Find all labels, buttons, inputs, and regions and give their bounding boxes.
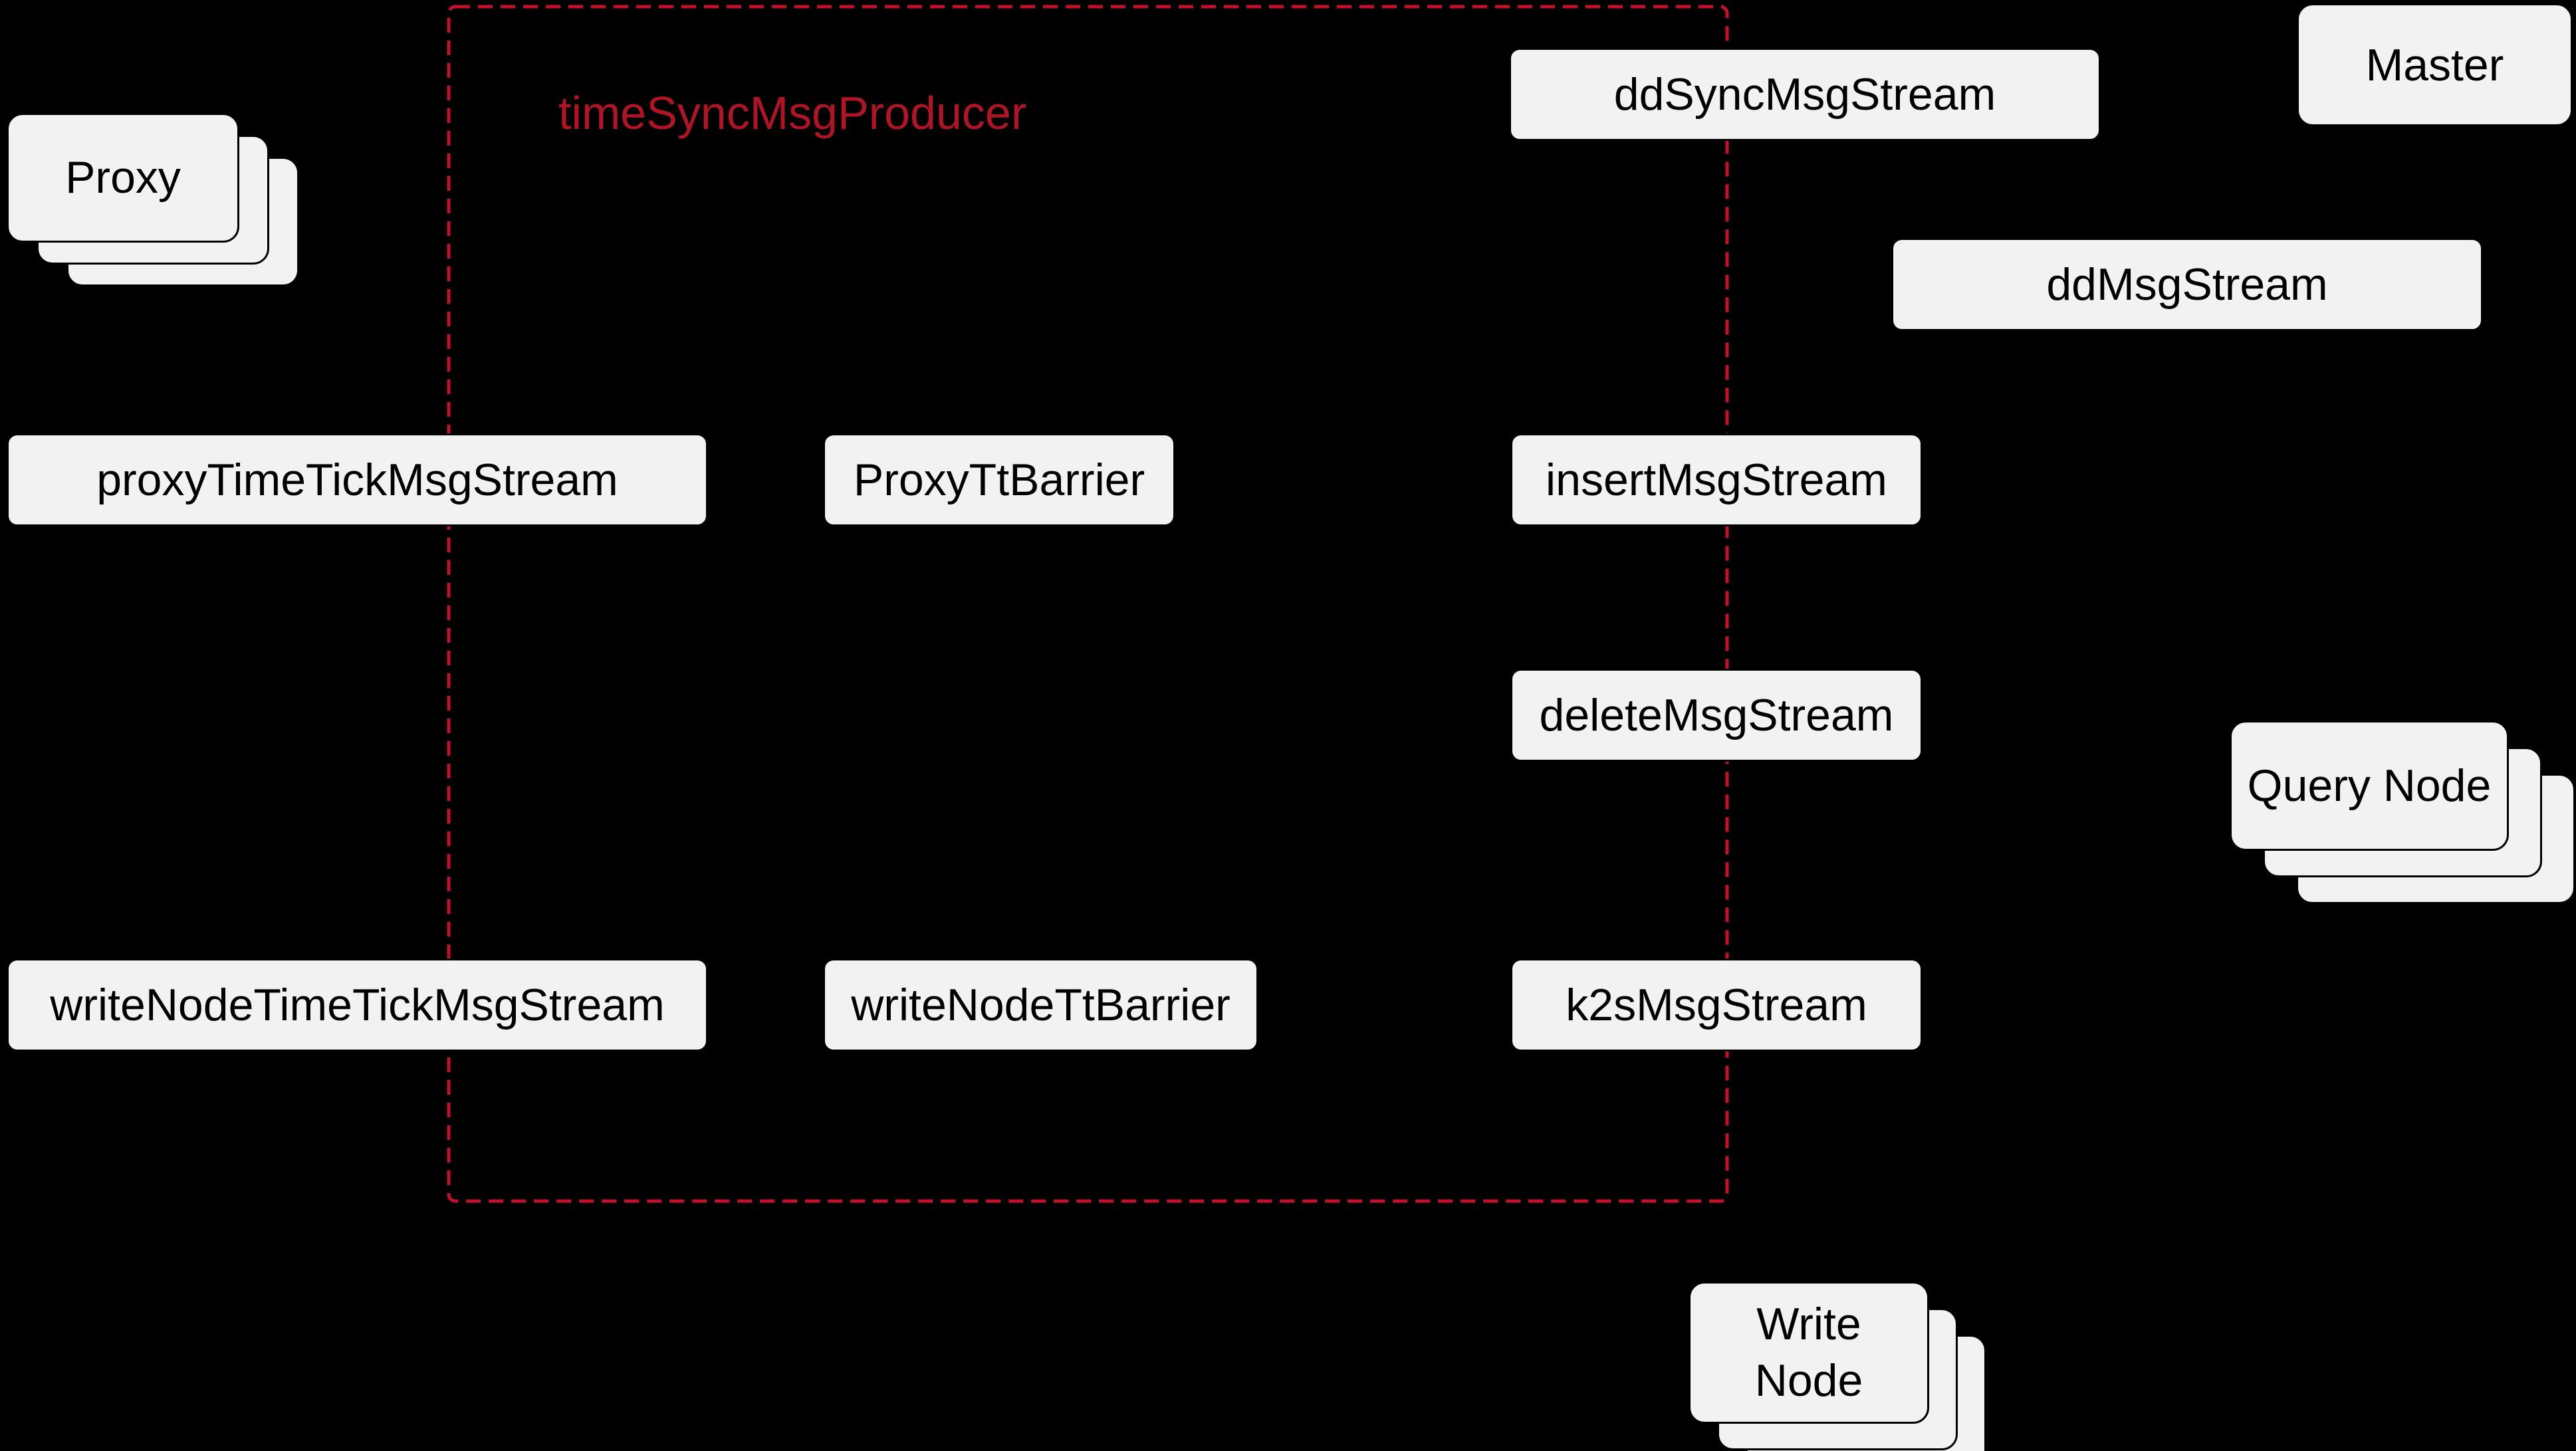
k2s-msg-stream-label: k2sMsgStream — [1566, 980, 1867, 1030]
proxy-time-tick-msg-stream-label: proxyTimeTickMsgStream — [96, 455, 618, 505]
insert-msg-stream-node: insertMsgStream — [1510, 433, 1923, 526]
dd-sync-msg-stream-node: ddSyncMsgStream — [1509, 48, 2101, 141]
write-node-time-tick-msg-stream-node: writeNodeTimeTickMsgStream — [7, 958, 708, 1052]
k2s-msg-stream-node: k2sMsgStream — [1510, 958, 1923, 1052]
dashed-region-border — [447, 5, 1729, 1203]
master-label: Master — [2365, 39, 2504, 90]
write-node-card-front: Write Node — [1689, 1282, 1929, 1424]
query-node-card-front: Query Node — [2230, 721, 2509, 851]
write-node-tt-barrier-label: writeNodeTtBarrier — [851, 980, 1230, 1030]
query-node-label: Query Node — [2247, 760, 2492, 811]
delete-msg-stream-label: deleteMsgStream — [1539, 690, 1894, 740]
proxy-tt-barrier-node: ProxyTtBarrier — [823, 433, 1175, 526]
write-node-time-tick-msg-stream-label: writeNodeTimeTickMsgStream — [50, 980, 665, 1030]
write-node-label: Write Node — [1754, 1299, 1863, 1406]
dd-msg-stream-node: ddMsgStream — [1891, 238, 2483, 331]
delete-msg-stream-node: deleteMsgStream — [1510, 669, 1923, 762]
dd-msg-stream-label: ddMsgStream — [2046, 259, 2328, 310]
master-node: Master — [2297, 3, 2573, 126]
proxy-time-tick-msg-stream-node: proxyTimeTickMsgStream — [7, 433, 708, 526]
write-node-stack: Write Node — [1689, 1282, 1986, 1451]
insert-msg-stream-label: insertMsgStream — [1546, 455, 1887, 505]
dd-sync-msg-stream-label: ddSyncMsgStream — [1613, 69, 1996, 120]
proxy-tt-barrier-label: ProxyTtBarrier — [853, 455, 1145, 505]
write-node-tt-barrier-node: writeNodeTtBarrier — [823, 958, 1258, 1052]
query-node-stack: Query Node — [2230, 721, 2575, 904]
proxy-label: Proxy — [65, 152, 181, 203]
timesync-region-label: timeSyncMsgProducer — [558, 87, 1027, 139]
proxy-node-stack: Proxy — [7, 113, 299, 286]
proxy-card-front: Proxy — [7, 113, 239, 243]
